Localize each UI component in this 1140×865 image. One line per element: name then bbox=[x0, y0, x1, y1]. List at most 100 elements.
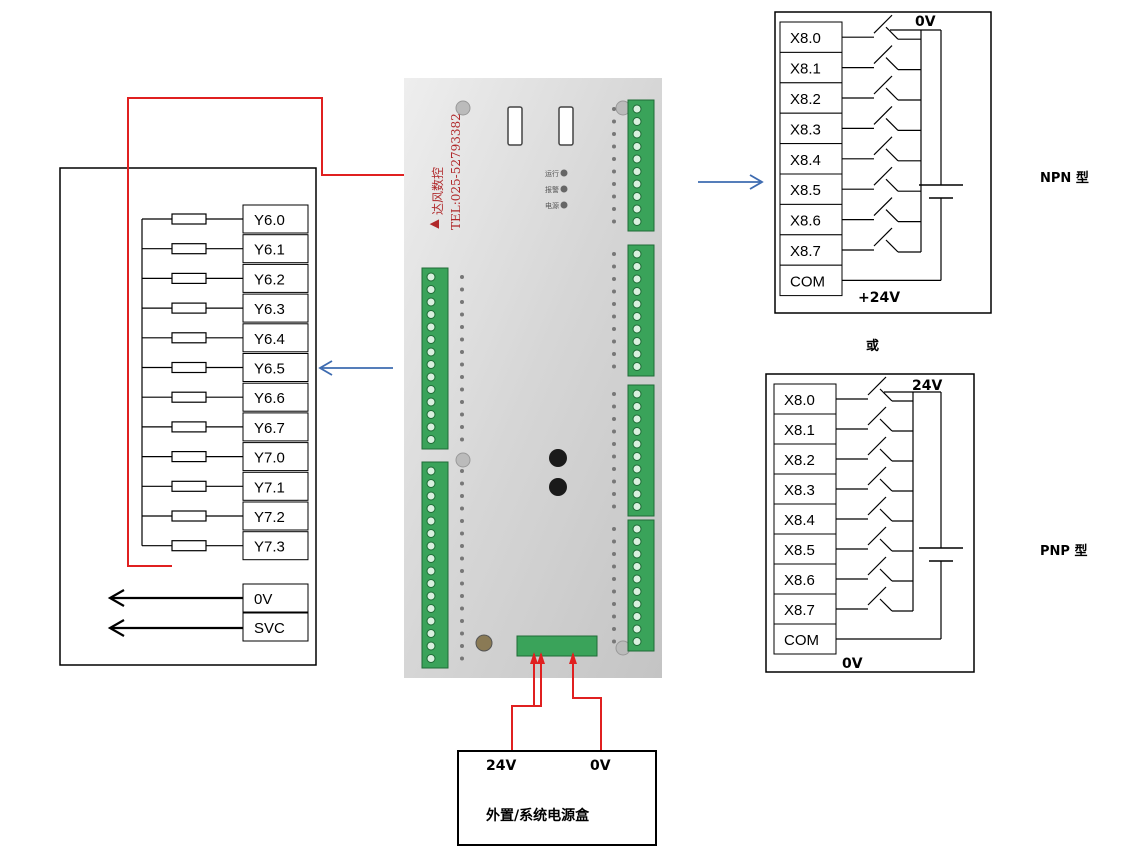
input-label: X8.7 bbox=[790, 243, 821, 260]
pin-hole-icon bbox=[612, 589, 616, 594]
input-label: X8.0 bbox=[784, 392, 815, 409]
input-label: X8.7 bbox=[784, 602, 815, 619]
mount-hole-icon bbox=[455, 452, 471, 468]
terminal-screw-icon bbox=[632, 574, 642, 584]
power-box: 24V 0V 外置/系统电源盒 bbox=[457, 750, 657, 846]
pin-hole-icon bbox=[460, 531, 464, 536]
pnp-bottom-voltage: 0V bbox=[842, 656, 863, 672]
resistor-icon bbox=[171, 421, 207, 433]
status-label-power: 电源 bbox=[545, 201, 559, 210]
output-label-cell bbox=[242, 412, 309, 442]
input-label-cell bbox=[779, 21, 843, 53]
pin-hole-icon bbox=[460, 656, 464, 661]
pin-hole-icon bbox=[460, 506, 464, 511]
input-label: X8.4 bbox=[790, 152, 821, 169]
input-label: X8.3 bbox=[784, 482, 815, 499]
terminal-screw-icon bbox=[426, 322, 436, 332]
output-label-cell bbox=[242, 293, 309, 323]
pin-hole-icon bbox=[612, 339, 616, 344]
switch-contact-icon bbox=[873, 75, 893, 95]
pnp-type-label: PNP 型 bbox=[1040, 543, 1087, 559]
terminal-blocks bbox=[421, 99, 655, 669]
pin-hole-icon bbox=[612, 564, 616, 569]
pin-hole-icon bbox=[460, 275, 464, 279]
pin-hole-icon bbox=[612, 314, 616, 319]
pin-hole-icon bbox=[460, 494, 464, 498]
switch-contact-icon bbox=[885, 117, 899, 131]
input-label: X8.2 bbox=[784, 452, 815, 469]
output-label-cell bbox=[242, 263, 309, 293]
pin-hole-icon bbox=[612, 467, 616, 471]
terminal-screw-icon bbox=[426, 579, 436, 588]
pin-hole-icon bbox=[460, 606, 464, 611]
pin-hole-icon bbox=[612, 429, 616, 434]
terminal-screw-icon bbox=[426, 347, 436, 357]
pin-hole-icon bbox=[460, 412, 464, 417]
pin-hole-icon bbox=[460, 581, 464, 586]
input-label-cell bbox=[779, 203, 843, 236]
terminal-screw-icon bbox=[426, 629, 436, 638]
arrow-to-output-module-head bbox=[318, 360, 333, 376]
switch-contact-icon bbox=[879, 538, 893, 552]
resistor-icon bbox=[171, 540, 207, 552]
switch-contact-icon bbox=[879, 508, 893, 522]
terminal-block bbox=[421, 461, 449, 669]
terminal-screw-icon bbox=[426, 516, 436, 526]
terminal-screw-icon bbox=[426, 591, 436, 601]
pin-hole-icon bbox=[612, 577, 616, 581]
switch-contact-icon bbox=[885, 57, 899, 71]
output-label-cell bbox=[242, 204, 309, 234]
pin-hole-icon bbox=[460, 287, 464, 292]
input-label-cell bbox=[773, 443, 837, 475]
com-cell bbox=[773, 623, 837, 655]
power-arrow-icon bbox=[530, 652, 538, 664]
output-label: Y6.6 bbox=[254, 390, 285, 407]
pin-hole-icon bbox=[612, 417, 616, 421]
switch-contact-icon bbox=[873, 45, 893, 65]
resistor-icon bbox=[171, 243, 207, 255]
led-icon bbox=[560, 169, 568, 177]
output-module-frame bbox=[59, 167, 317, 666]
npn-module-frame bbox=[774, 11, 992, 314]
power-arrow-icon bbox=[537, 652, 545, 664]
pin-hole-icon bbox=[612, 527, 616, 531]
pin-hole-icon bbox=[612, 614, 616, 619]
input-label: X8.4 bbox=[784, 512, 815, 529]
switch-contact-icon bbox=[873, 227, 893, 247]
input-label-cell bbox=[773, 533, 837, 565]
pin-hole-icon bbox=[612, 392, 616, 396]
terminal-screw-icon bbox=[632, 427, 642, 436]
pin-hole-icon bbox=[612, 364, 616, 369]
pin-hole-icon bbox=[612, 207, 616, 211]
pin-hole-icon bbox=[460, 312, 464, 317]
output-label-cell bbox=[242, 442, 309, 472]
pin-hole-icon bbox=[460, 300, 464, 304]
input-label: X8.6 bbox=[784, 572, 815, 589]
output-label-cell bbox=[242, 323, 309, 353]
output-rows: Y6.0Y6.1Y6.2Y6.3Y6.4Y6.5Y6.6Y6.7Y7.0Y7.1… bbox=[141, 204, 309, 561]
pin-hole-icon bbox=[612, 454, 616, 459]
pin-hole-icon bbox=[460, 644, 464, 648]
output-svc-label: SVC bbox=[254, 620, 285, 637]
terminal-screw-icon bbox=[426, 285, 436, 294]
mount-hole-icon bbox=[455, 100, 471, 116]
pin-hole-icon bbox=[612, 639, 616, 644]
pin-hole-icon bbox=[460, 631, 464, 636]
pin-hole-icon bbox=[460, 556, 464, 561]
pin-hole-icon bbox=[460, 481, 464, 486]
input-label: X8.1 bbox=[784, 422, 815, 439]
pin-hole-icon bbox=[460, 375, 464, 379]
ground-screw-icon bbox=[475, 634, 493, 652]
terminal-screw-icon bbox=[632, 324, 642, 334]
output-label-cell bbox=[242, 471, 309, 501]
terminal-screw-icon bbox=[632, 537, 642, 546]
output-svc-arrowhead bbox=[107, 619, 125, 637]
output-label: Y7.0 bbox=[254, 450, 285, 467]
terminal-screw-icon bbox=[632, 217, 642, 226]
output-0v-cell bbox=[242, 583, 309, 613]
pin-hole-icon bbox=[612, 107, 616, 111]
pin-hole-icon bbox=[612, 132, 616, 136]
